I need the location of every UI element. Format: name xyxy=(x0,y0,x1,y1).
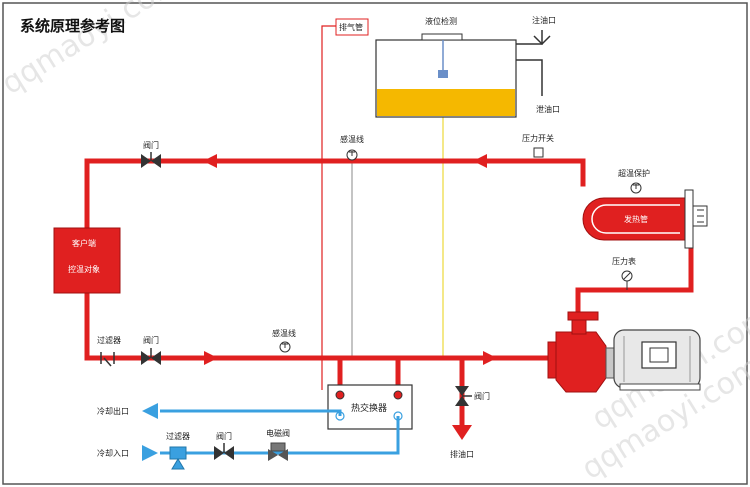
vent-pipe-label: 排气管 xyxy=(339,22,363,32)
flow-arrow-top-1 xyxy=(203,154,217,168)
drain-valve-label: 阀门 xyxy=(474,391,490,401)
oil-level-fill xyxy=(377,89,515,116)
pressure-gauge-label: 压力表 xyxy=(612,256,636,266)
user-end-label-1: 客户端 xyxy=(72,238,96,248)
temp-line-top-label: 感温线 xyxy=(340,134,364,144)
filter-bottom-icon xyxy=(100,352,115,367)
vent-pipe-box xyxy=(335,18,369,36)
cooling-in-arrow xyxy=(142,445,158,461)
overtemp-label: 超温保护 xyxy=(618,168,650,178)
cooling-in-label: 冷却入口 xyxy=(97,448,129,458)
user-end-box xyxy=(53,227,121,294)
cooling-filter-icon xyxy=(169,446,187,470)
solenoid-valve-label: 电磁阀 xyxy=(266,428,290,438)
cooling-out-arrow xyxy=(142,403,158,419)
valve-bottom-icon xyxy=(141,348,161,365)
valve-top-icon xyxy=(141,152,161,168)
cooling-valve-icon xyxy=(214,443,234,460)
tank-drain-label: 泄油口 xyxy=(536,104,560,114)
user-end-label-2: 控温对象 xyxy=(68,264,100,274)
flow-arrow-bottom-1 xyxy=(204,351,218,365)
filter-bottom-label: 过滤器 xyxy=(97,335,121,345)
drain-valve-icon xyxy=(455,386,472,406)
oil-tank xyxy=(375,33,517,118)
cooling-valve-label: 阀门 xyxy=(216,431,232,441)
hot-oil-circuit xyxy=(84,158,694,428)
tank-drain-pipe xyxy=(516,59,543,96)
drain-port-label: 排油口 xyxy=(450,449,474,459)
heater-label: 发热管 xyxy=(624,214,648,224)
heater-unit xyxy=(582,189,708,249)
level-float xyxy=(438,70,448,78)
temp-line-bottom-label: 感温线 xyxy=(272,328,296,338)
valve-bottom-label: 阀门 xyxy=(143,335,159,345)
drain-arrow xyxy=(452,425,472,440)
fill-port-funnel xyxy=(533,35,551,46)
flow-arrow-top-2 xyxy=(473,154,487,168)
pump-unit xyxy=(547,311,701,393)
valve-top-label: 阀门 xyxy=(143,140,159,150)
cooling-out-label: 冷却出口 xyxy=(97,406,129,416)
cooling-circuit xyxy=(160,409,400,455)
heat-exchanger-label: 热交换器 xyxy=(351,402,387,414)
flow-arrow-bottom-2 xyxy=(483,351,497,365)
fill-port-label: 注油口 xyxy=(532,15,556,25)
pressure-switch-label: 压力开关 xyxy=(522,133,554,143)
vent-pipe-line xyxy=(321,25,336,390)
cooling-filter-label: 过滤器 xyxy=(166,431,190,441)
pressure-switch-icon xyxy=(533,147,544,158)
page-title: 系统原理参考图 xyxy=(20,17,125,35)
level-detect-label: 液位检测 xyxy=(425,16,457,26)
solenoid-valve-icon xyxy=(268,442,288,461)
